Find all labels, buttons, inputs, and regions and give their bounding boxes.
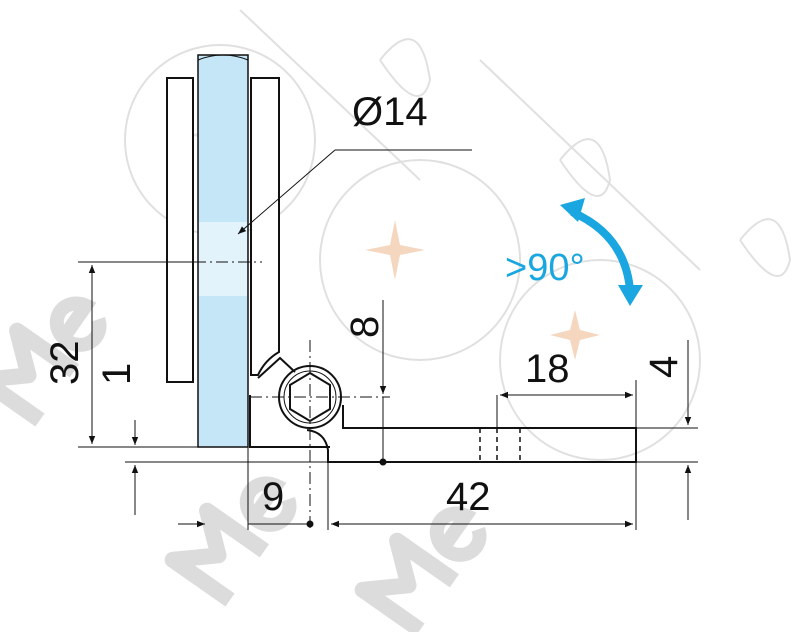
dim-42: 42 [446, 475, 491, 519]
hinge-body [249, 356, 637, 463]
dim-8: 8 [343, 316, 387, 338]
glass-panel [197, 54, 249, 448]
dim-1: 1 [95, 363, 139, 385]
diameter-label: Ø14 [352, 90, 428, 134]
dim-9: 9 [262, 475, 284, 519]
dim-32: 32 [43, 341, 87, 386]
dim-18: 18 [525, 347, 570, 391]
right-clamp-plate [250, 77, 280, 376]
left-clamp-plate [166, 77, 194, 383]
dim-4: 4 [642, 356, 686, 378]
hex-socket-icon [289, 371, 331, 423]
rotation-arrow-icon [560, 198, 643, 306]
angle-label: >90° [505, 247, 585, 289]
center-lines [150, 261, 390, 530]
dimension-lines [78, 149, 698, 530]
